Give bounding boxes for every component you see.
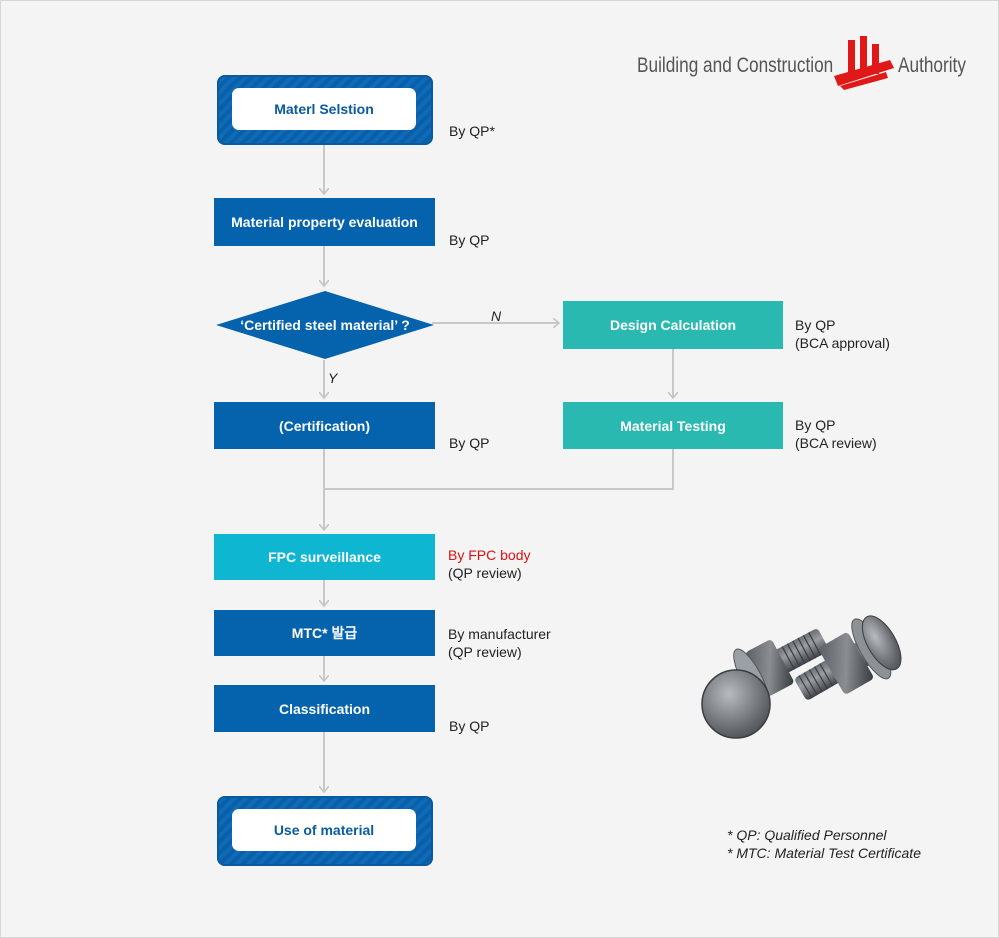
mtc-node: MTC* 발급 [214,610,435,656]
classification-node: Classification [214,685,435,732]
certification-note: By QP [449,435,490,451]
footnote-qp: * QP: Qualified Personnel [727,827,887,843]
end-label: Use of material [232,809,416,851]
footnote-mtc: * MTC: Material Test Certificate [727,845,921,861]
logo-right-text: Authority [898,54,966,77]
decision-diamond [216,291,434,359]
bolts-image [701,615,902,739]
design-note: By QP (BCA approval) [795,316,890,352]
classification-note: By QP [449,718,490,734]
bca-logo-mark-icon [834,36,894,90]
decision-label: ‘Certified steel material’ ? [240,317,410,333]
fpc-note-line2: (QP review) [448,565,522,581]
mtc-note-line2: (QP review) [448,644,522,660]
fpc-note-line1: By FPC body [448,547,531,563]
logo-left-text: Building and Construction [637,54,834,77]
end-node: Use of material [217,796,433,866]
material-testing-node: Material Testing [563,402,783,449]
mtc-note: By manufacturer (QP review) [448,625,551,661]
yes-edge-label: Y [328,370,338,386]
no-edge-label: N [491,308,502,324]
design-calculation-node: Design Calculation [563,301,783,349]
property-note: By QP [449,232,490,248]
testing-note: By QP (BCA review) [795,416,877,452]
design-note-line2: (BCA approval) [795,335,890,351]
testing-note-line2: (BCA review) [795,435,877,451]
mtc-note-line1: By manufacturer [448,626,551,642]
start-node: Materl Selstion [217,75,433,145]
fpc-surveillance-node: FPC surveillance [214,534,435,580]
certification-node: (Certification) [214,402,435,449]
design-note-line1: By QP [795,317,836,333]
fpc-note: By FPC body (QP review) [448,546,530,582]
property-evaluation-node: Material property evaluation [214,198,435,246]
start-label: Materl Selstion [232,88,416,130]
testing-note-line1: By QP [795,417,836,433]
start-note: By QP* [449,123,495,139]
